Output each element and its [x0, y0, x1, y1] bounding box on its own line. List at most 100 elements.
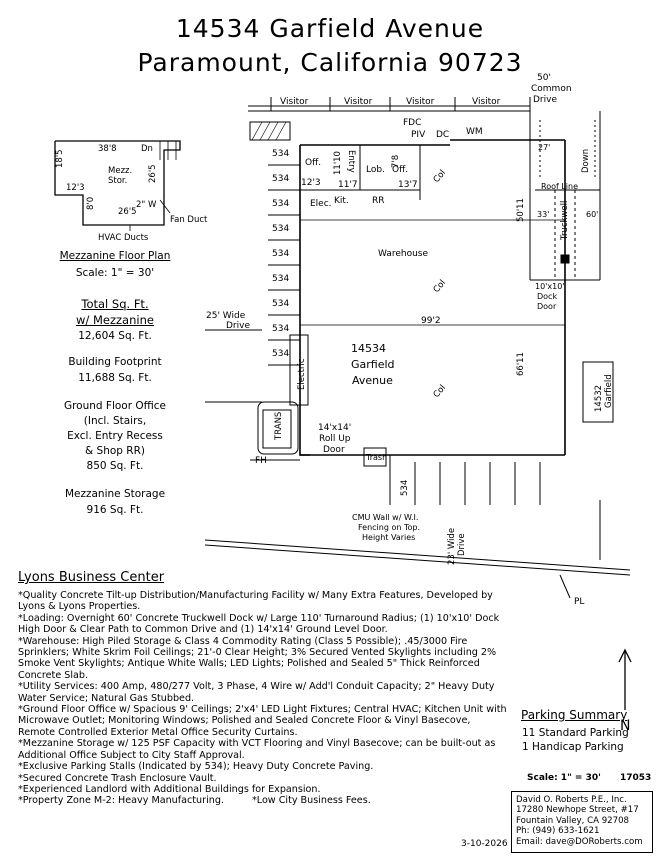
- drive-25-label: Drive: [226, 321, 250, 331]
- building-outline: [299, 139, 566, 456]
- note-item: *Quality Concrete Tilt-up Distribution/M…: [18, 590, 493, 613]
- office-area-note-1: (Incl. Stairs,: [83, 415, 147, 427]
- trash-label: Trash: [365, 453, 387, 462]
- dock-size: 10'x10': [535, 282, 565, 291]
- north-arrow-icon: [618, 648, 632, 710]
- office-area-label: Ground Floor Office: [63, 400, 167, 412]
- note-item: *Secured Concrete Trash Enclosure Vault.: [18, 772, 217, 784]
- rollup-label: Roll Up: [319, 434, 351, 444]
- total-sqft-value: 12,604 Sq. Ft.: [78, 330, 152, 342]
- fdc-label: FDC: [403, 118, 421, 128]
- drive-23-label: Drive: [457, 533, 467, 556]
- center-name: Lyons Business Center: [18, 570, 165, 585]
- dim-27: 27': [538, 143, 550, 152]
- column-label: Col: [432, 168, 448, 185]
- dim-7-8: 7'8: [391, 155, 401, 168]
- cmu-wall-label: CMU Wall w/ W.I.: [352, 513, 418, 522]
- dim-33: 33': [537, 210, 549, 219]
- office-label-2: Off.: [392, 165, 408, 175]
- footprint-label: Building Footprint: [68, 356, 162, 368]
- parking-stall-label: 534: [272, 224, 289, 234]
- page-title: 14534 Garfield Avenue: [175, 14, 485, 43]
- mezz-dim-inner: 8'0: [86, 197, 96, 210]
- notes-block: *Quality Concrete Tilt-up Distribution/M…: [18, 590, 508, 807]
- column-label: Col: [432, 278, 448, 295]
- left-drive-curbs: [205, 329, 300, 461]
- building-number: 14534: [351, 342, 386, 355]
- rotated-labels: Entry 11'10 7'8 50'11 66'11 Down Truckwe…: [274, 149, 614, 565]
- dock-door-label: Door: [537, 302, 557, 311]
- dim-66-11: 66'11: [516, 352, 526, 376]
- transformer: [262, 409, 292, 449]
- mezzanine-plan: [54, 140, 181, 231]
- restroom-label: RR: [372, 196, 385, 206]
- total-sqft-title: Total Sq. Ft.: [81, 297, 149, 311]
- bottom-wall: [204, 500, 631, 599]
- note-item: *Loading: Overnight 60' Concrete Truckwe…: [18, 612, 500, 636]
- engineer-city: Fountain Valley, CA 92708: [516, 815, 630, 826]
- bottom-parking-label: 534: [400, 480, 410, 496]
- total-sqft-subtitle: w/ Mezzanine: [76, 313, 154, 327]
- cmu-height-label: Height Varies: [362, 533, 415, 542]
- mezz-storage-value: 916 Sq. Ft.: [86, 504, 144, 516]
- mezz-dn-label: Dn: [141, 144, 153, 154]
- warehouse-label: Warehouse: [378, 249, 428, 259]
- engineer-name: David O. Roberts P.E., Inc.: [516, 795, 627, 805]
- common-drive-width: 50': [537, 73, 551, 83]
- neighbor-number: 14532: [594, 385, 604, 412]
- mezz-dim-step: 12'3: [66, 183, 85, 193]
- note-item: *Experienced Landlord with Additional Bu…: [18, 783, 321, 795]
- office-area-note-2: Excl. Entry Recess: [67, 430, 163, 442]
- parking-stall-label: 534: [272, 274, 289, 284]
- parking-stall-label: 534: [272, 199, 289, 209]
- parking-stall-label: 534: [272, 299, 289, 309]
- electric-room: [289, 334, 309, 406]
- neighbor-building: [582, 361, 614, 423]
- footprint-value: 11,688 Sq. Ft.: [78, 372, 152, 384]
- mezzanine-labels: 38'8 Dn 18'5 Mezz. Stor. 26'5 12'3 8'0 2…: [55, 144, 208, 243]
- down-label: Down: [581, 149, 591, 173]
- mezz-dim-bottom: 26'5: [118, 207, 137, 217]
- neighbor-street: Garfield: [604, 374, 614, 408]
- note-item: *Exclusive Parking Stalls (Indicated by …: [18, 761, 374, 773]
- parking-stall-label: 534: [272, 324, 289, 334]
- property-line-label: PL: [574, 597, 584, 607]
- electric-label: Electric: [297, 358, 307, 390]
- hatched-band: [249, 121, 291, 141]
- visitor-stall-2: Visitor: [344, 97, 373, 107]
- common-drive-label: Common: [531, 84, 572, 94]
- dim-99-2: 99'2: [421, 316, 441, 326]
- drive-23-width: 23' Wide: [447, 528, 457, 565]
- mezz-room-label-1: Mezz.: [108, 166, 132, 176]
- job-number: 17053: [620, 773, 652, 783]
- mezz-storage-label: Mezzanine Storage: [64, 488, 166, 500]
- hatch-lines: [251, 121, 287, 141]
- bottom-parking-lines: [389, 455, 541, 505]
- column-label: Col: [432, 383, 448, 400]
- engineer-phone: Ph: (949) 633-1621: [516, 826, 600, 837]
- truckwell-label: Truckwell: [560, 201, 570, 241]
- office-area-note-3: & Shop RR): [85, 445, 145, 457]
- mezz-dim-left: 18'5: [55, 149, 65, 168]
- mezz-hvac-label: HVAC Ducts: [98, 233, 149, 243]
- left-parking-labels: 534 534 534 534 534 534 534 534 534: [272, 149, 289, 359]
- bottom-scale: Scale: 1" = 30': [527, 773, 601, 783]
- mezzanine-scale: Scale: 1" = 30': [75, 267, 155, 279]
- mezz-fan-label: Fan Duct: [170, 215, 208, 225]
- engineer-street: 17280 Newhope Street, #17: [516, 805, 639, 816]
- visitor-stall-4: Visitor: [472, 97, 501, 107]
- roof-line-label: Roof Line: [541, 182, 578, 191]
- north-label: N: [620, 718, 630, 734]
- fire-hydrant-label: FH: [255, 456, 267, 466]
- dim-11-7: 11'7: [338, 180, 358, 190]
- left-parking-lines: [268, 164, 300, 366]
- parking-stall-label: 534: [272, 349, 289, 359]
- common-drive-label-2: Drive: [533, 95, 557, 105]
- dc-label: DC: [436, 130, 449, 140]
- dim-11-10: 11'10: [333, 151, 343, 175]
- mezz-dim-right: 26'5: [148, 164, 158, 183]
- dock-label: Dock: [537, 292, 557, 301]
- mezz-room-label-2: Stor.: [108, 176, 127, 186]
- note-item: *Mezzanine Storage w/ 125 PSF Capacity w…: [18, 738, 496, 761]
- office-area-value: 850 Sq. Ft.: [86, 460, 144, 472]
